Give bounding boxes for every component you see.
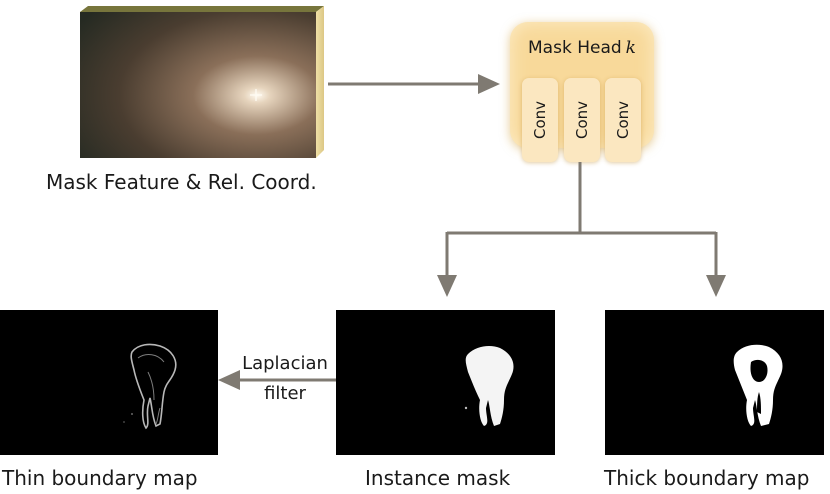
instance-mask <box>336 310 555 455</box>
mask-feature-caption: Mask Feature & Rel. Coord. <box>46 170 317 194</box>
thin-boundary-map <box>0 310 218 455</box>
thick-boundary-caption: Thick boundary map <box>604 466 810 490</box>
instance-mask-caption: Instance mask <box>365 466 511 490</box>
mask-feature-block <box>80 6 324 158</box>
feature-to-head-arrowhead <box>478 74 500 94</box>
laplacian-arrowhead <box>218 370 240 390</box>
conv-layer-2: Conv <box>564 78 600 162</box>
conv-layer-3: Conv <box>605 78 641 162</box>
instance-arrowhead <box>437 275 457 297</box>
thick-arrowhead <box>706 275 726 297</box>
laplacian-filter-label: Laplacian filter <box>230 349 340 409</box>
laplacian-filter-line1: Laplacian <box>242 353 328 374</box>
thin-boundary-caption: Thin boundary map <box>2 466 198 490</box>
thick-boundary-map <box>605 310 824 455</box>
conv-layer-1: Conv <box>522 78 558 162</box>
laplacian-filter-line2: filter <box>264 383 306 404</box>
mask-head-index: k <box>625 38 636 58</box>
